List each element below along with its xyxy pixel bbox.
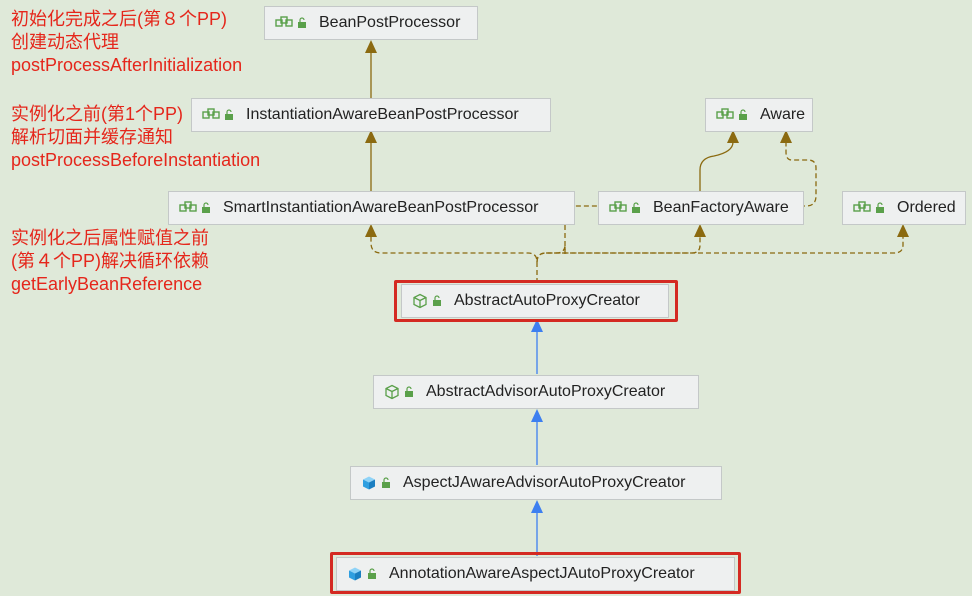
node-bean-factory-aware[interactable]: BeanFactoryAware [598,191,804,225]
node-instantiation-aware-bean-post-processor[interactable]: InstantiationAwareBeanPostProcessor [191,98,551,132]
abstract-class-icon [384,384,400,400]
annotation-before-instantiation: 实例化之前(第1个PP) 解析切面并缓存通知 postProcessBefore… [11,103,260,172]
interface-icon [716,108,734,122]
highlight-box-annotation-aware-aspectj-auto-proxy-creator [330,552,741,594]
lock-icon [738,109,748,121]
interface-icon [853,201,871,215]
lock-icon [404,386,414,398]
node-label: AbstractAdvisorAutoProxyCreator [426,383,666,400]
node-label: BeanPostProcessor [319,14,461,31]
class-icon [347,566,363,582]
lock-icon [432,295,442,307]
node-label: BeanFactoryAware [653,199,789,216]
node-label: Ordered [897,199,956,216]
annotation-line: 实例化之前(第1个PP) [11,104,184,124]
node-label: SmartInstantiationAwareBeanPostProcessor [223,199,539,216]
annotation-line: postProcessBeforeInstantiation [11,150,261,170]
implements-arrowheads [365,130,909,237]
node-abstract-advisor-auto-proxy-creator[interactable]: AbstractAdvisorAutoProxyCreator [373,375,699,409]
interface-extends-arrowheads [365,40,739,143]
class-icon [361,475,377,491]
node-label: AnnotationAwareAspectJAutoProxyCreator [389,565,695,582]
interface-icon [275,16,293,30]
lock-icon [367,568,377,580]
lock-icon [201,202,211,214]
highlight-box-abstract-auto-proxy-creator [394,280,678,322]
lock-icon [631,202,641,214]
interface-extends-edges [370,52,734,191]
node-label: AbstractAutoProxyCreator [454,292,640,309]
interface-icon [179,201,197,215]
lock-icon [381,477,391,489]
annotation-line: 实例化之后属性赋值之前 [11,228,209,248]
annotation-line: (第４个PP)解决循环依赖 [11,251,209,271]
node-aware[interactable]: Aware [705,98,813,132]
abstract-class-icon [412,293,428,309]
node-abstract-auto-proxy-creator[interactable]: AbstractAutoProxyCreator [401,284,669,318]
annotation-after-instantiation: 实例化之后属性赋值之前 (第４个PP)解决循环依赖 getEarlyBeanRe… [11,227,209,296]
lock-icon [875,202,885,214]
annotation-line: 初始化完成之后(第８个PP) [11,9,227,29]
node-label: InstantiationAwareBeanPostProcessor [246,106,519,123]
annotation-line: 创建动态代理 [11,32,119,52]
annotation-line: 解析切面并缓存通知 [11,127,173,147]
annotation-line: getEarlyBeanReference [11,274,203,294]
node-label: AspectJAwareAdvisorAutoProxyCreator [403,474,686,491]
lock-icon [297,17,307,29]
interface-icon [609,201,627,215]
annotation-after-initialization: 初始化完成之后(第８个PP) 创建动态代理 postProcessAfterIn… [11,8,242,77]
lock-icon [224,109,234,121]
annotation-line: postProcessAfterInitialization [11,55,243,75]
node-label: Aware [760,106,806,123]
node-annotation-aware-aspectj-auto-proxy-creator[interactable]: AnnotationAwareAspectJAutoProxyCreator [336,557,735,591]
class-extends-arrowheads [531,319,543,513]
node-bean-post-processor[interactable]: BeanPostProcessor [264,6,478,40]
interface-icon [202,108,220,122]
node-aspectj-aware-advisor-auto-proxy-creator[interactable]: AspectJAwareAdvisorAutoProxyCreator [350,466,722,500]
node-ordered[interactable]: Ordered [842,191,966,225]
node-smart-instantiation-aware-bean-post-processor[interactable]: SmartInstantiationAwareBeanPostProcessor [168,191,575,225]
